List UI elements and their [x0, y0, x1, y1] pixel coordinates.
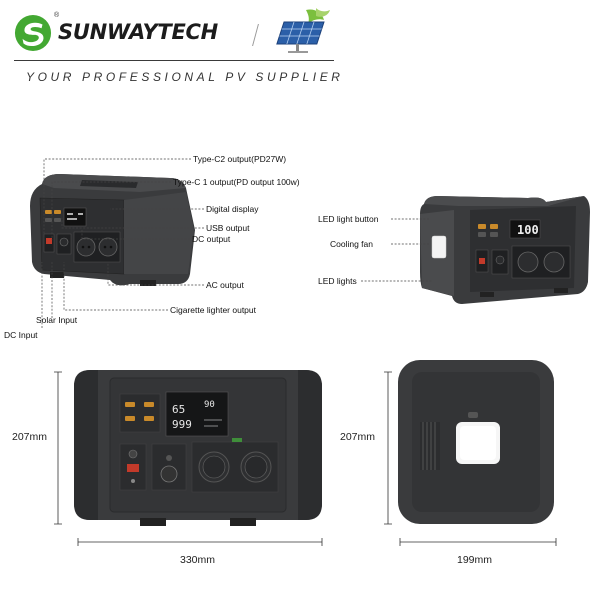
logo-icon	[14, 14, 52, 52]
label-dc-output: DC output	[192, 234, 231, 244]
front-screen-right-value: 90	[204, 400, 215, 410]
side-width-dimension: 199mm	[457, 554, 493, 566]
label-type-c2-output: Type-C2 output(PD27W)	[193, 154, 287, 164]
label-led-light-button: LED light button	[318, 214, 379, 224]
label-digital-display: Digital display	[206, 204, 259, 214]
device-side-view	[398, 360, 554, 524]
side-height-dimension: 207mm	[340, 431, 376, 443]
header-separator	[252, 24, 259, 46]
device-front-view: 65 90 999	[74, 370, 322, 526]
label-dc-input: DC Input	[4, 330, 38, 340]
device-side-3d-view: 100	[420, 196, 590, 304]
header-divider	[14, 60, 334, 61]
front-width-dimension: 330mm	[180, 554, 216, 566]
front-screen-bottom-value: 999	[172, 418, 192, 431]
registered-mark: ®	[54, 12, 60, 19]
label-usb-output: USB output	[206, 223, 250, 233]
side-view-screen-value: 100	[517, 223, 539, 237]
solar-panel-icon	[276, 8, 330, 53]
tagline: YOUR PROFESSIONAL PV SUPPLIER	[26, 70, 344, 84]
label-ac-output: AC output	[206, 280, 244, 290]
front-screen-left-value: 65	[172, 403, 185, 416]
label-type-c1-output: Type-C 1 output(PD output 100w)	[173, 177, 300, 187]
label-cooling-fan: Cooling fan	[330, 239, 374, 249]
front-height-dimension: 207mm	[12, 431, 48, 443]
cooling-fan-grille	[420, 422, 440, 470]
label-led-lights: LED lights	[318, 276, 357, 286]
device-front-3d-view	[30, 174, 195, 286]
label-solar-input: Solar Input	[36, 315, 78, 325]
brand-name: SUNWAYTECH	[58, 20, 218, 44]
label-cigarette-lighter-output: Cigarette lighter output	[170, 305, 256, 315]
